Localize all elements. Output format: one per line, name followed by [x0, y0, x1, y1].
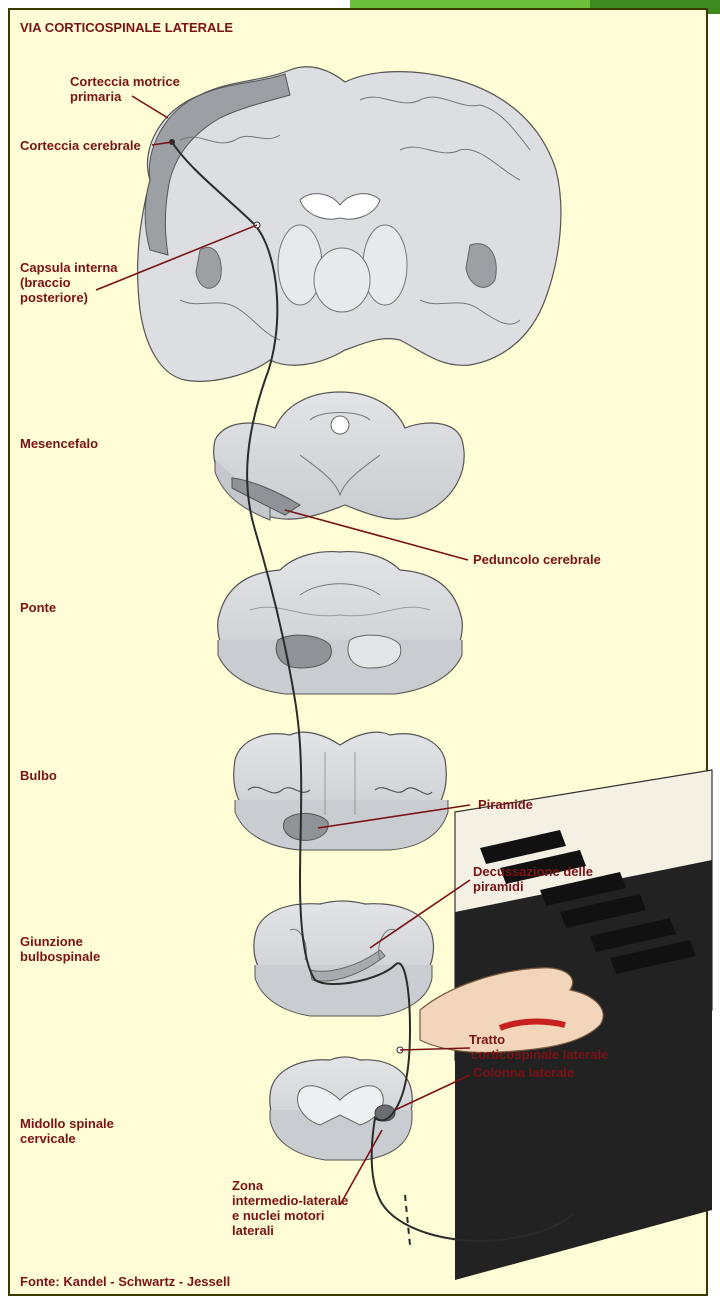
label-medulla: Bulbo	[20, 768, 57, 783]
label-cerebral-cortex: Corteccia cerebrale	[20, 138, 141, 153]
diagram-title: VIA CORTICOSPINALE LATERALE	[20, 20, 233, 35]
medulla-section	[234, 732, 448, 850]
dashed-connector	[405, 1195, 410, 1245]
label-pons: Ponte	[20, 600, 56, 615]
label-mesencephalon: Mesencefalo	[20, 436, 98, 451]
junction-section	[254, 901, 434, 1016]
mesencephalon-section	[214, 392, 464, 520]
brain-coronal-section	[138, 67, 561, 382]
source-credit: Fonte: Kandel - Schwartz - Jessell	[20, 1274, 230, 1289]
label-pyramid: Piramide	[478, 797, 533, 812]
label-lateral-column: Colonna laterale	[473, 1065, 574, 1080]
label-cerebral-peduncle: Peduncolo cerebrale	[473, 552, 601, 567]
pons-section	[218, 552, 463, 694]
